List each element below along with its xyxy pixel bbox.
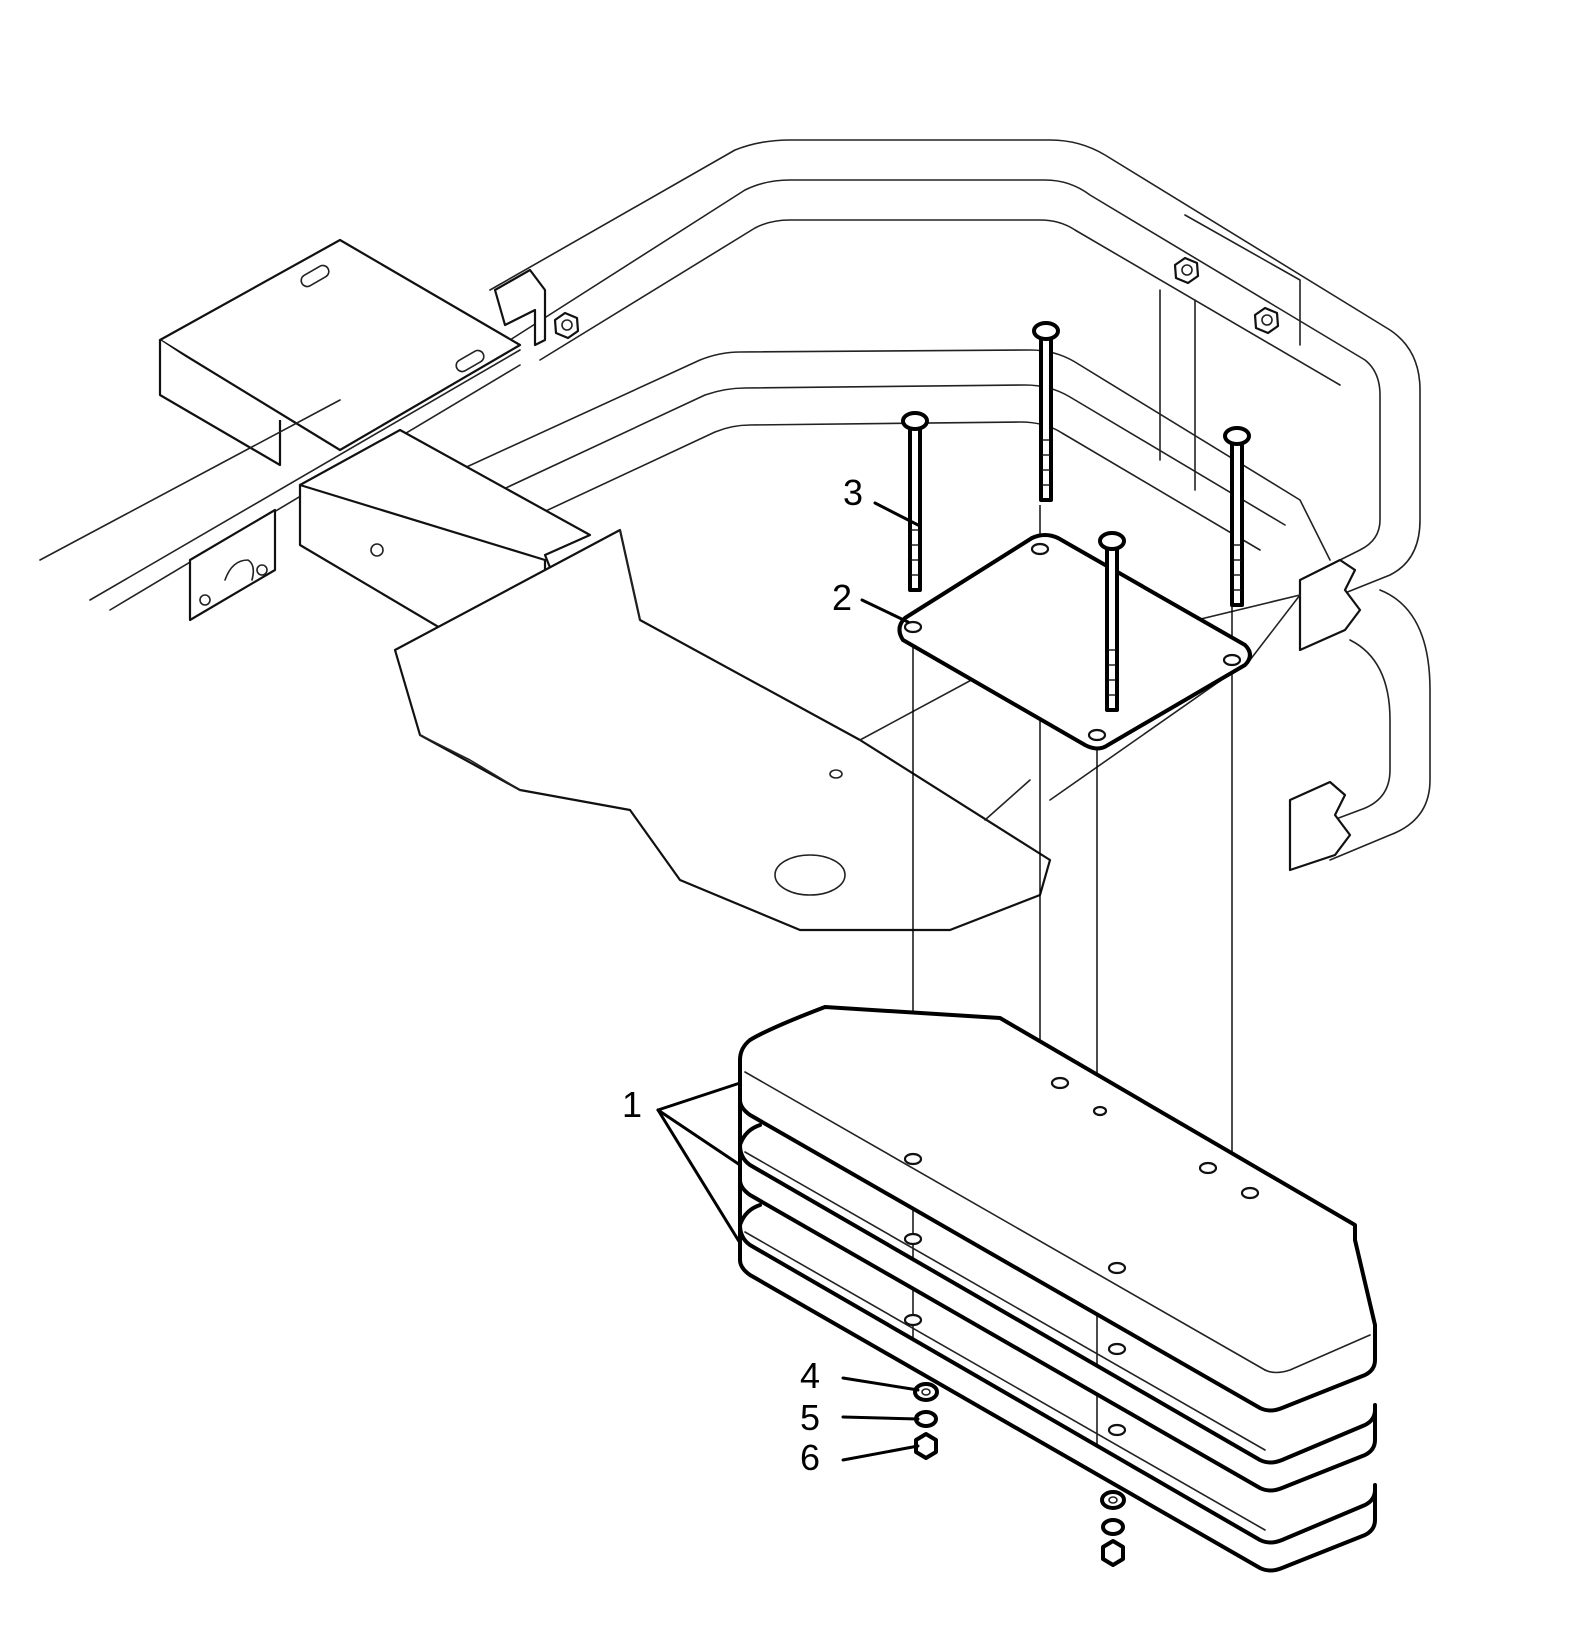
carriage-bolt — [1098, 531, 1126, 712]
carriage-bolt — [901, 411, 929, 592]
weight-hole — [1107, 1342, 1127, 1356]
frame-nut-3 — [553, 311, 580, 340]
weight-hole — [1107, 1261, 1127, 1275]
machine-frame — [39, 139, 1431, 932]
hardware-stack-right — [1100, 1490, 1126, 1567]
callout-5: 5 — [800, 1397, 820, 1438]
callout-6: 6 — [800, 1437, 820, 1478]
carriage-bolt — [1032, 321, 1060, 502]
weight-hole — [1107, 1423, 1127, 1437]
weight-hole — [1240, 1186, 1260, 1200]
flat-washer — [1100, 1490, 1126, 1510]
counterweight-plate-top — [738, 1005, 1377, 1437]
callout-2: 2 — [832, 577, 852, 618]
plate-hole — [1087, 728, 1107, 742]
plate-hole — [903, 620, 923, 634]
flat-washer — [913, 1382, 939, 1402]
hex-nut — [1101, 1539, 1125, 1567]
mounting-plate — [897, 533, 1252, 751]
weight-hole — [1092, 1105, 1108, 1117]
leader-lines — [656, 501, 920, 1462]
callout-1: 1 — [622, 1084, 642, 1125]
weight-hole — [1198, 1161, 1218, 1175]
counterweight-plate-middle — [738, 1143, 1377, 1493]
callout-4: 4 — [800, 1355, 820, 1396]
callout-3: 3 — [843, 472, 863, 513]
frame-nut-1 — [1173, 256, 1200, 285]
counterweight-plate-bottom — [738, 1223, 1377, 1573]
weight-hole — [903, 1152, 923, 1166]
frame-nut-2 — [1253, 306, 1280, 335]
weight-hole — [903, 1313, 923, 1327]
plate-hole — [1222, 653, 1242, 667]
carriage-bolt — [1223, 426, 1251, 607]
weight-hole — [1050, 1076, 1070, 1090]
callouts: 3 2 1 4 5 6 — [622, 472, 863, 1478]
plate-hole — [1030, 542, 1050, 556]
hex-nut — [914, 1432, 938, 1460]
weight-hole — [903, 1232, 923, 1246]
lock-washer — [1101, 1518, 1125, 1536]
